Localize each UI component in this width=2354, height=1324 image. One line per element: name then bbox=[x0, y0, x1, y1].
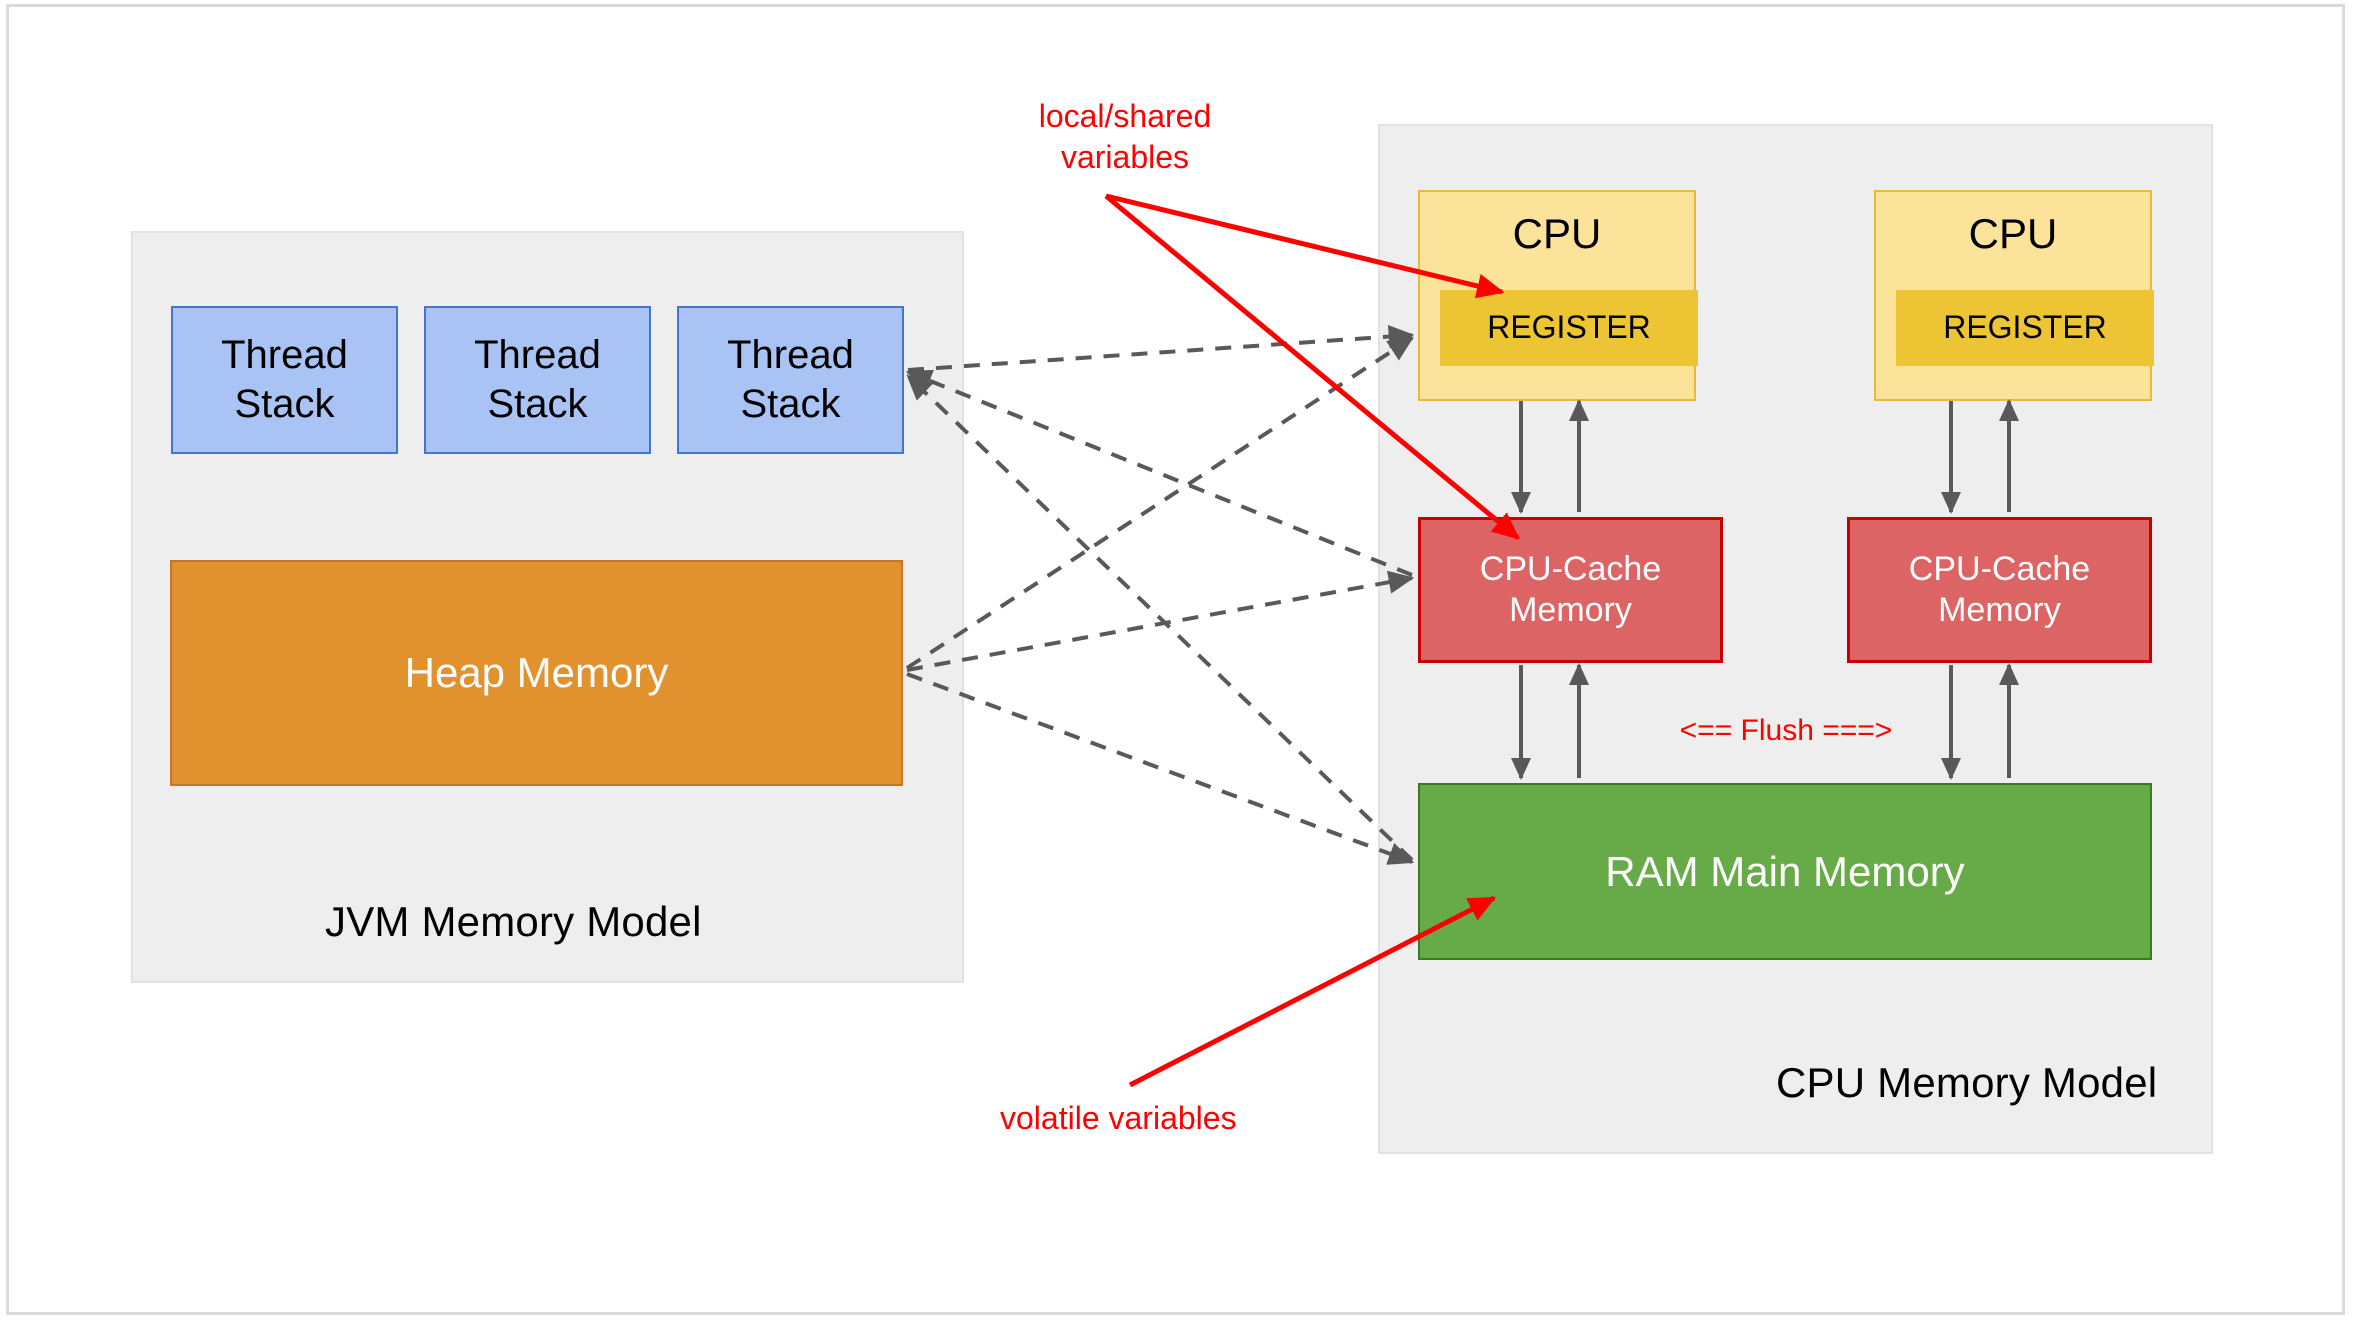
thread-stack-box-1[interactable]: Thread Stack bbox=[171, 306, 398, 454]
register-box-1[interactable]: REGISTER bbox=[1440, 290, 1698, 366]
cpu-memory-model-title: CPU Memory Model bbox=[1776, 1059, 2158, 1106]
jvm-memory-model-title: JVM Memory Model bbox=[325, 898, 702, 945]
cpu-label-2: CPU bbox=[1968, 210, 2058, 257]
cpu-label-1: CPU bbox=[1512, 210, 1602, 257]
cpu-box-2[interactable]: CPU REGISTER bbox=[1874, 190, 2154, 401]
annotation-local-shared-variables: local/shared variables bbox=[1038, 98, 1212, 175]
ram-main-memory-box[interactable]: RAM Main Memory bbox=[1418, 783, 2152, 960]
cpu-cache-memory-box-1[interactable]: CPU-Cache Memory bbox=[1418, 517, 1723, 663]
register-box-2[interactable]: REGISTER bbox=[1896, 290, 2154, 366]
thread-stack-box-3[interactable]: Thread Stack bbox=[677, 306, 904, 454]
heap-memory-box[interactable]: Heap Memory bbox=[170, 560, 903, 786]
annotation-flush: <== Flush ===> bbox=[1679, 714, 1893, 747]
annotation-volatile-variables: volatile variables bbox=[1000, 1100, 1237, 1136]
cpu-box-1[interactable]: CPU REGISTER bbox=[1418, 190, 1698, 401]
thread-stack-box-2[interactable]: Thread Stack bbox=[424, 306, 651, 454]
cpu-cache-memory-box-2[interactable]: CPU-Cache Memory bbox=[1847, 517, 2152, 663]
